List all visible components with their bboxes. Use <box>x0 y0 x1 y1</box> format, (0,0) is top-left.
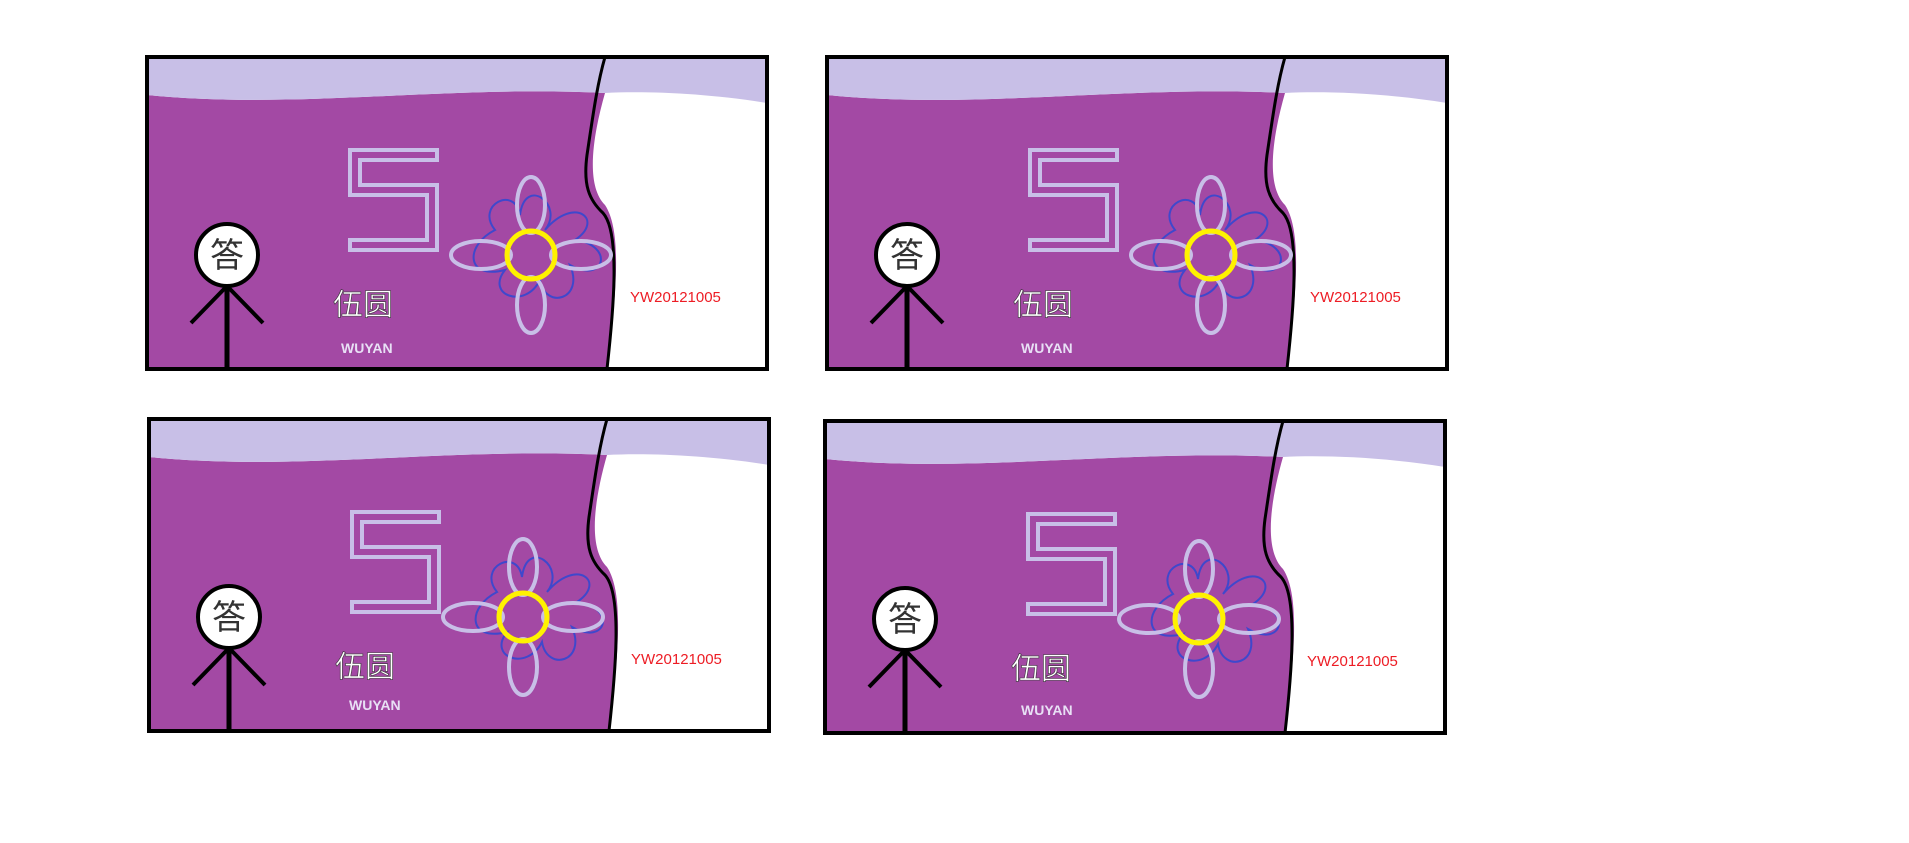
latin-denomination: WUYAN <box>349 697 401 713</box>
note-border <box>825 55 1449 371</box>
banknote-drawing: 5 答 伍圆 WUYAN YW20121005 <box>147 417 771 733</box>
flower-ornament <box>1117 539 1281 699</box>
denomination-numeral <box>1026 512 1117 616</box>
note-border <box>145 55 769 371</box>
denomination-numeral <box>348 148 439 252</box>
chinese-denomination: 伍圆 <box>335 650 395 685</box>
banknote: 5 答 伍圆 WUYAN YW20121005 <box>823 419 1447 735</box>
chinese-denomination: 伍圆 <box>1011 652 1071 687</box>
flower-center-ring <box>504 228 558 282</box>
banknote-drawing: 5 答 伍圆 WUYAN YW20121005 <box>145 55 769 371</box>
flower-ornament <box>1129 175 1293 335</box>
portrait-figure: 答 <box>189 222 265 369</box>
banknote: 5 答 伍圆 WUYAN YW20121005 <box>147 417 771 733</box>
latin-denomination: WUYAN <box>341 340 393 356</box>
note-white-divider <box>586 418 618 732</box>
latin-denomination: WUYAN <box>1021 702 1073 718</box>
banknote: 5 答 伍圆 WUYAN YW20121005 <box>825 55 1449 371</box>
note-top-band <box>825 421 1445 467</box>
note-body-purple <box>147 91 617 370</box>
banknote: 5 答 伍圆 WUYAN YW20121005 <box>145 55 769 371</box>
chinese-denomination: 伍圆 <box>333 288 393 323</box>
portrait-figure: 答 <box>191 584 267 731</box>
flower-center-ring <box>496 590 550 644</box>
chinese-denomination: 伍圆 <box>1013 288 1073 323</box>
banknote-drawing: 5 答 伍圆 WUYAN YW20121005 <box>825 55 1449 371</box>
note-white-divider <box>1262 420 1294 734</box>
portrait-face-char: 答 <box>888 600 922 640</box>
serial-number: YW20121005 <box>1307 653 1398 670</box>
portrait-figure: 答 <box>867 586 943 733</box>
note-top-band <box>149 419 769 465</box>
note-body-purple <box>149 453 619 731</box>
note-top-band <box>147 57 767 103</box>
note-border <box>823 419 1447 735</box>
portrait-face-char: 答 <box>210 236 244 276</box>
denomination-numeral <box>1028 148 1119 252</box>
portrait-face-char: 答 <box>890 236 924 276</box>
note-border <box>147 417 771 733</box>
denomination-numeral <box>350 510 441 614</box>
note-white-divider <box>1264 56 1296 370</box>
flower-center-ring <box>1172 592 1226 646</box>
portrait-figure: 答 <box>869 222 945 369</box>
note-body-purple <box>825 455 1295 733</box>
serial-number: YW20121005 <box>1310 289 1401 306</box>
note-body-purple <box>827 91 1297 370</box>
flower-ornament <box>441 537 605 697</box>
serial-number: YW20121005 <box>631 651 722 668</box>
note-top-band <box>827 57 1447 103</box>
flower-center-ring <box>1184 228 1238 282</box>
flower-ornament <box>449 175 613 335</box>
latin-denomination: WUYAN <box>1021 340 1073 356</box>
note-white-divider <box>584 56 616 370</box>
portrait-face-char: 答 <box>212 598 246 638</box>
serial-number: YW20121005 <box>630 289 721 306</box>
banknote-drawing: 5 答 伍圆 WUYAN YW20121005 <box>823 419 1447 735</box>
